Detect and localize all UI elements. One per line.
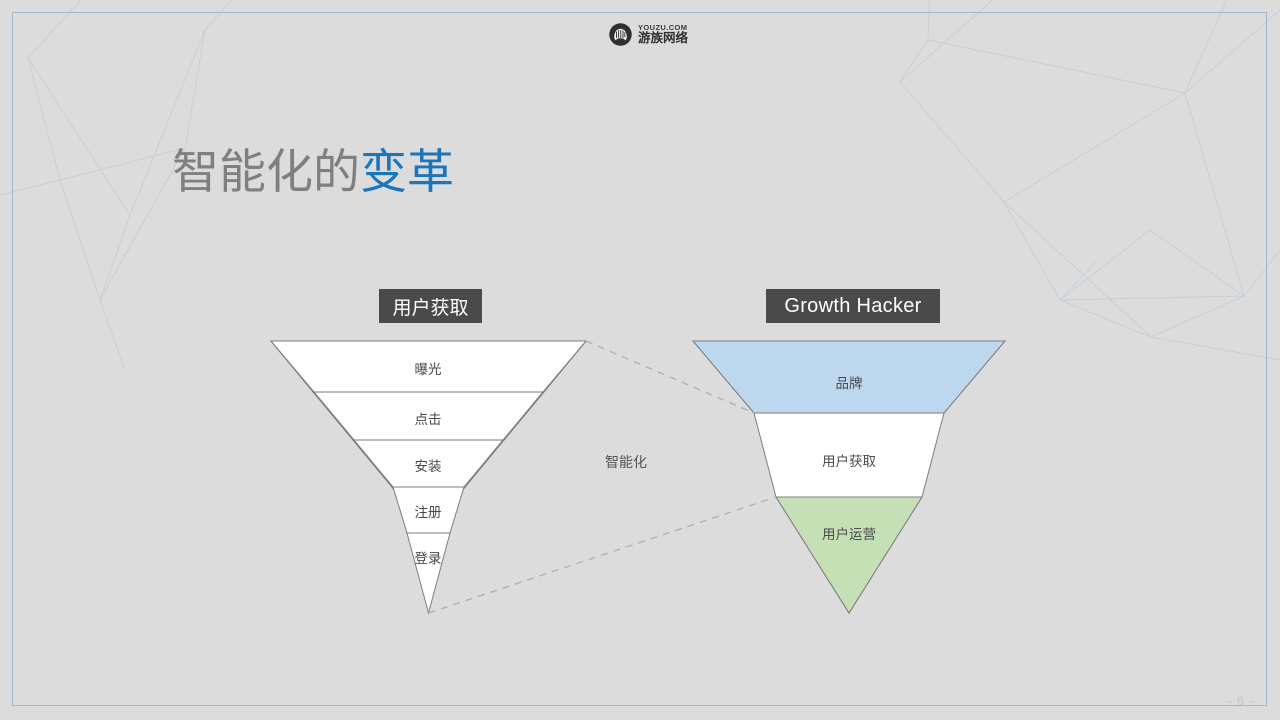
slide-border-frame — [12, 12, 1267, 706]
brand-logo: YOUZU.COM 游族网络 — [608, 20, 700, 48]
right-segment-label-1: 品牌 — [835, 376, 863, 392]
logo-wordmark: YOUZU.COM 游族网络 — [638, 24, 688, 44]
funnel-connectors — [428, 340, 777, 614]
left-segment-label-4: 注册 — [414, 505, 442, 521]
page-title: 智能化的变革 — [172, 145, 454, 200]
page-title-blue: 变革 — [360, 145, 454, 200]
right-funnel-white-fix — [753, 412, 945, 614]
left-segment-label-2: 点击 — [414, 412, 442, 428]
page-number: - 6 - — [1227, 694, 1254, 708]
left-segment-label-3: 安装 — [414, 459, 442, 475]
left-segment-label-1: 曝光 — [414, 362, 442, 378]
right-segment-label-3: 用户运营 — [822, 527, 876, 543]
top-connector — [585, 340, 755, 414]
right-funnel — [691, 340, 1007, 498]
right-funnel-header-badge: Growth Hacker — [766, 289, 940, 323]
right-funnel-green-fix — [775, 496, 923, 614]
bottom-connector — [428, 496, 777, 614]
page-title-gray: 智能化的 — [172, 145, 360, 200]
logo-english-text: YOUZU.COM — [638, 23, 688, 32]
youzu-hand-logo-icon — [609, 22, 632, 46]
right-segment-label-2: 用户获取 — [822, 454, 876, 470]
left-funnel-header-badge: 用户获取 — [379, 289, 482, 323]
logo-chinese-text: 游族网络 — [638, 29, 689, 45]
connector-label: 智能化 — [605, 455, 647, 471]
left-segment-label-5: 登录 — [414, 551, 442, 567]
